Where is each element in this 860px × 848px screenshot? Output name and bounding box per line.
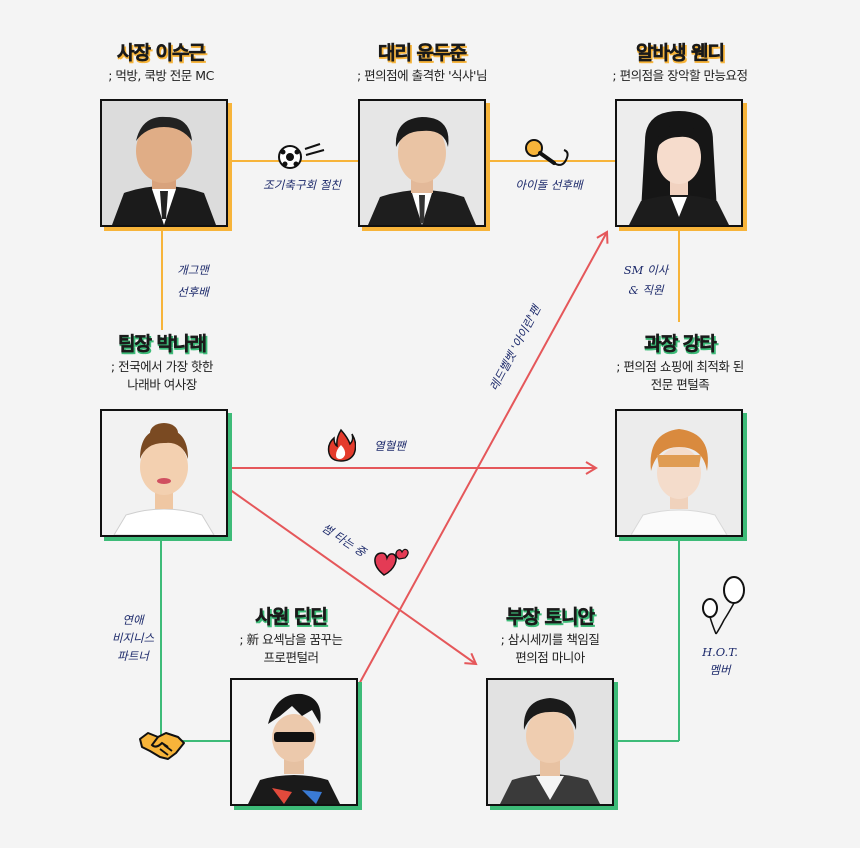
desc-manager-1: ; 편의점 쇼핑에 최적화 된 — [616, 359, 744, 374]
person-director: 부장 토니안 ; 삼시세끼를 책임질 편의점 마니아 — [452, 602, 648, 667]
desc-director-2: 편의점 마니아 — [515, 650, 585, 665]
balloons-icon — [698, 572, 750, 640]
photo-parttimer — [615, 99, 743, 227]
desc-teamlead-2: 나래바 여사장 — [127, 377, 197, 392]
person-staff: 사원 딘딘 ; 新 요섹남을 꿈꾸는 프로편털러 — [196, 602, 386, 667]
arrow-teamlead-director — [228, 488, 478, 666]
relation-business-line1: 연애 — [122, 613, 144, 627]
relation-gagman-line1: 개그맨 — [177, 263, 209, 277]
desc-deputy: ; 편의점에 출격한 '식샤'님 — [356, 68, 488, 83]
relation-hot-line2: 멤버 — [709, 663, 731, 677]
relation-sm-line2: & 직원 — [628, 283, 664, 297]
desc-parttimer: ; 편의점을 장악할 만능요정 — [612, 68, 748, 83]
relation-sm: SM 이사 & 직원 — [614, 262, 678, 298]
person-teamlead: 팀장 박나래 ; 전국에서 가장 핫한 나래바 여사장 — [64, 329, 260, 394]
desc-manager-2: 전문 편털족 — [650, 377, 710, 392]
desc-director-1: ; 삼시세끼를 책임질 — [500, 632, 600, 647]
person-manager: 과장 강타 ; 편의점 쇼핑에 최적화 된 전문 편털족 — [578, 329, 782, 394]
heart-icon — [372, 545, 412, 583]
fire-icon — [326, 428, 357, 466]
relation-gagman-line2: 선후배 — [177, 285, 209, 299]
arrow-staff-parttimer — [357, 230, 609, 687]
photo-staff — [230, 678, 358, 806]
desc-staff-2: 프로편털러 — [263, 650, 319, 665]
relation-business-line3: 파트너 — [117, 649, 149, 663]
desc-boss: ; 먹방, 쿡방 전문 MC — [108, 68, 214, 83]
photo-deputy — [358, 99, 486, 227]
relation-idol: 아이돌 선후배 — [515, 178, 583, 192]
relation-gagman: 개그맨 선후배 — [168, 262, 218, 300]
desc-staff-1: ; 新 요섹남을 꿈꾸는 — [239, 632, 343, 647]
name-manager: 과장 강타 — [644, 333, 717, 356]
photo-boss — [100, 99, 228, 227]
desc-teamlead-1: ; 전국에서 가장 핫한 — [110, 359, 214, 374]
person-parttimer: 알바생 웬디 ; 편의점을 장악할 만능요정 — [582, 38, 778, 85]
soccer-ball-icon — [276, 139, 330, 177]
relation-soccer: 조기축구회 절친 — [263, 178, 341, 192]
relation-business: 연애 비지니스 파트너 — [104, 612, 162, 664]
name-director: 부장 토니안 — [505, 606, 596, 629]
name-deputy: 대리 윤두준 — [377, 42, 468, 65]
name-boss: 사장 이수근 — [116, 42, 207, 65]
name-parttimer: 알바생 웬디 — [635, 42, 726, 65]
microphone-icon — [524, 136, 572, 174]
person-boss: 사장 이수근 ; 먹방, 쿡방 전문 MC — [66, 38, 256, 85]
relation-business-line2: 비지니스 — [111, 631, 155, 645]
name-teamlead: 팀장 박나래 — [117, 333, 208, 356]
relation-hot: H.O.T. 멤버 — [690, 644, 750, 678]
photo-manager — [615, 409, 743, 537]
photo-director — [486, 678, 614, 806]
relation-fan: 열혈팬 — [374, 439, 406, 453]
relation-hot-line1: H.O.T. — [702, 645, 738, 659]
handshake-icon — [138, 723, 186, 767]
photo-teamlead — [100, 409, 228, 537]
person-deputy: 대리 윤두준 ; 편의점에 출격한 '식샤'님 — [327, 38, 517, 85]
relation-sm-line1: SM 이사 — [623, 263, 669, 277]
name-staff: 사원 딘딘 — [255, 606, 328, 629]
